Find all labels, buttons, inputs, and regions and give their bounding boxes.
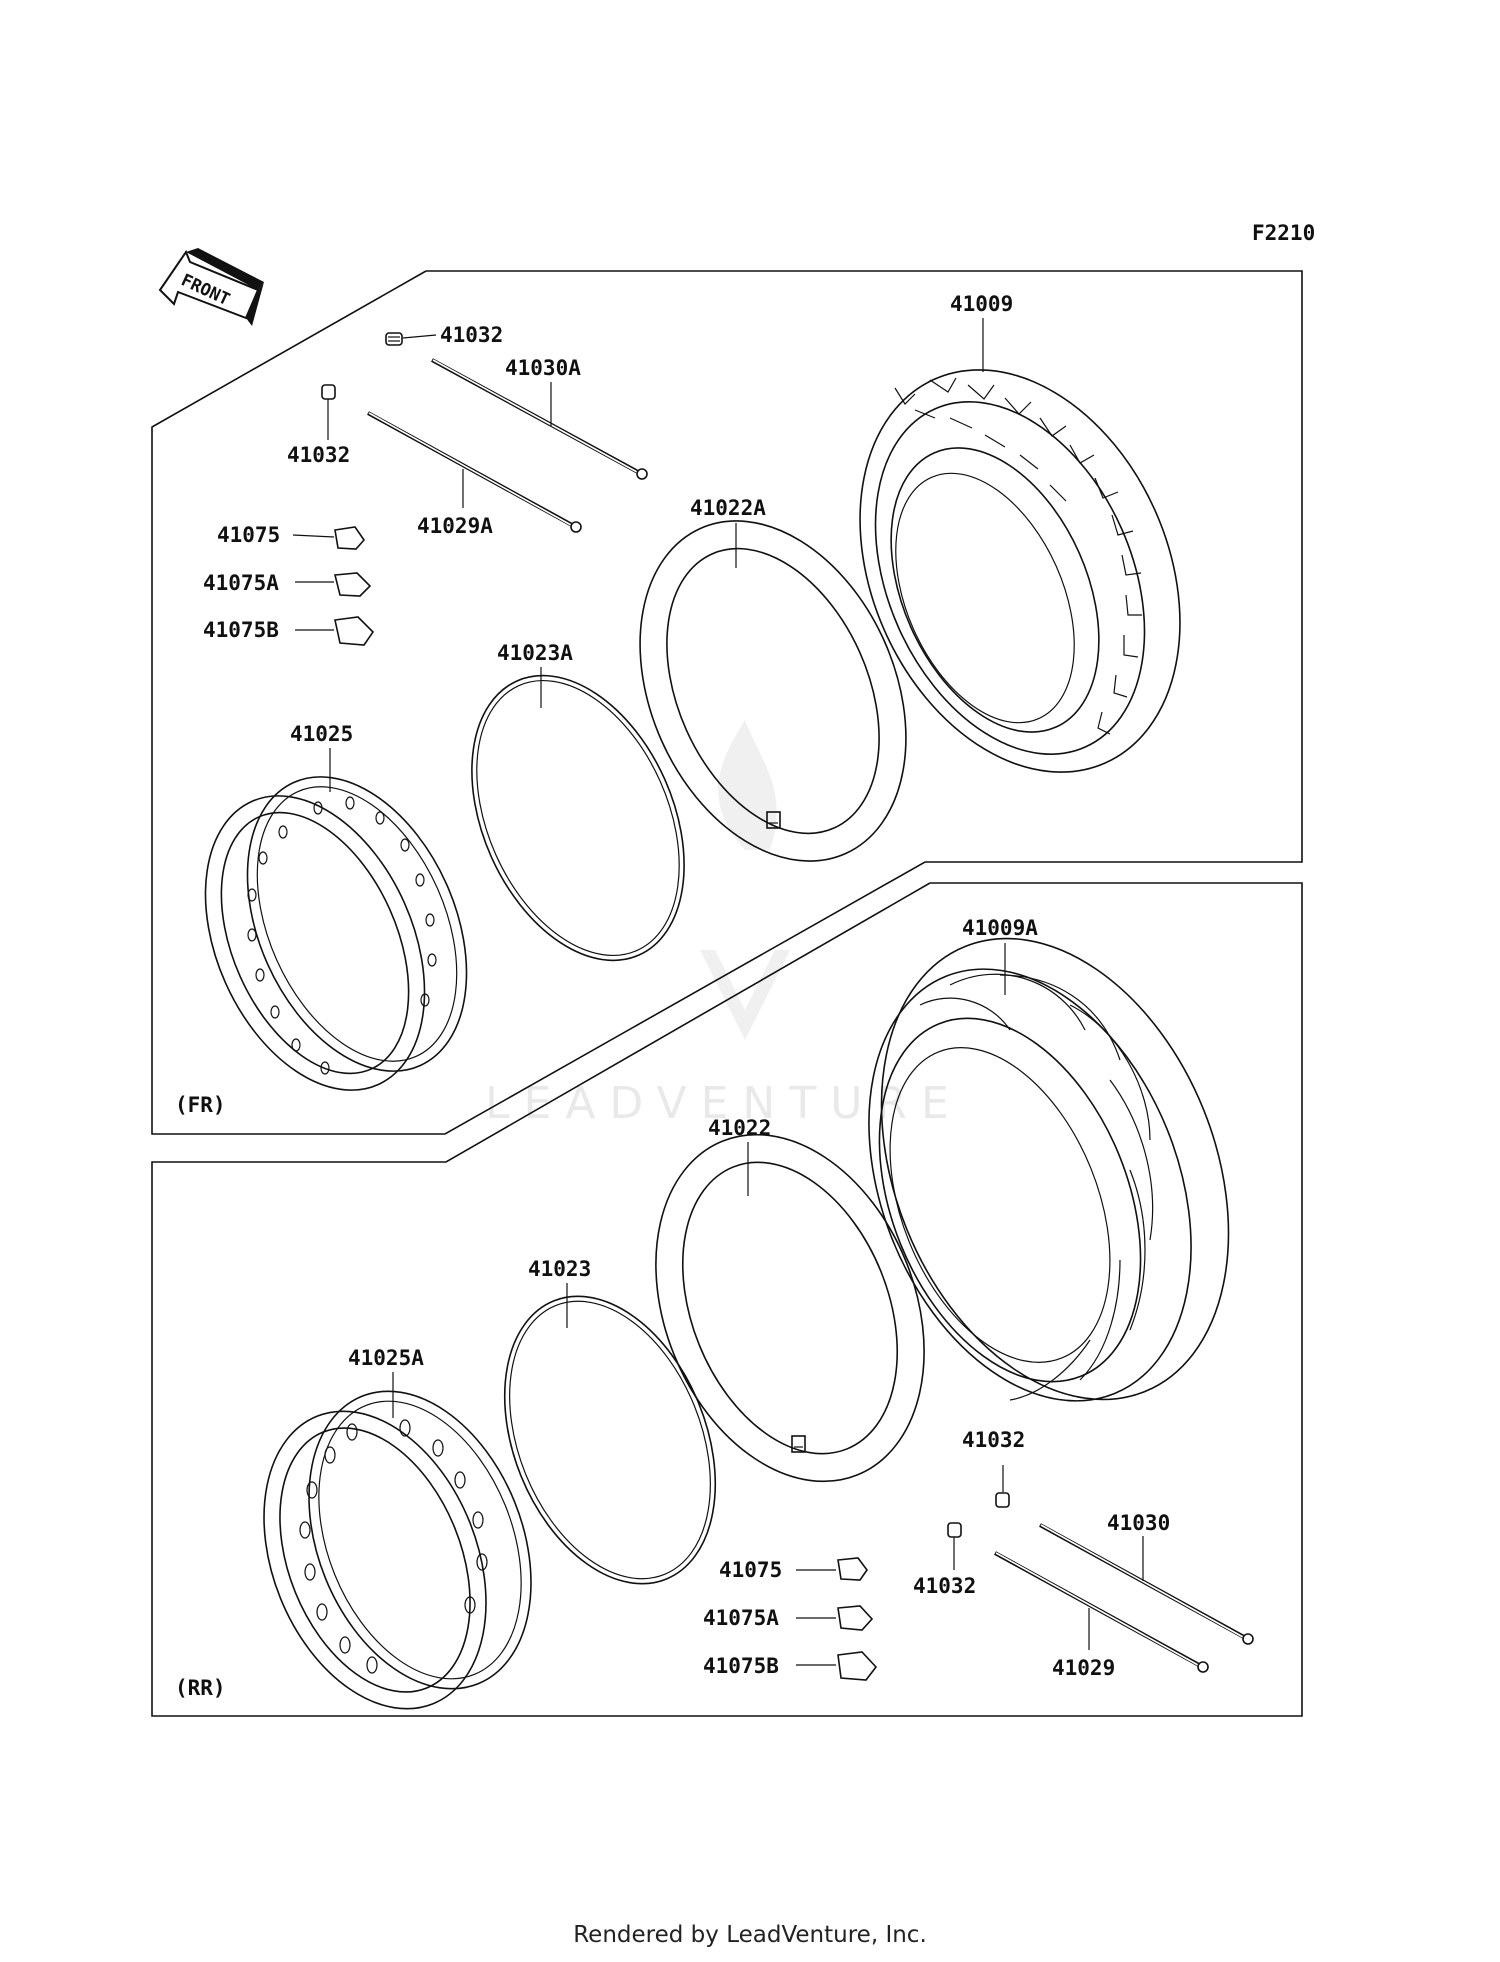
spoke-icon xyxy=(431,358,648,480)
part-41009: 41009 xyxy=(950,292,1013,316)
part-41032-rear-top: 41032 xyxy=(962,1428,1025,1452)
front-section-frame xyxy=(151,270,1303,1135)
rear-rim-icon xyxy=(263,1390,532,1710)
part-41029: 41029 xyxy=(1052,1656,1115,1680)
valve-cap-icon xyxy=(385,332,403,346)
balance-weight-icon xyxy=(334,526,366,550)
balance-weight-icon xyxy=(837,1651,878,1681)
spoke-icon xyxy=(1039,1523,1254,1645)
balance-weight-icon xyxy=(837,1557,868,1581)
rear-tube-icon xyxy=(655,1133,925,1483)
part-41025: 41025 xyxy=(290,722,353,746)
front-section-label: (FR) xyxy=(175,1093,226,1117)
part-41032-front-left: 41032 xyxy=(287,443,350,467)
part-41030: 41030 xyxy=(1107,1511,1170,1535)
balance-weight-icon xyxy=(334,616,375,646)
rear-section-frame xyxy=(151,882,1303,1717)
front-rim-icon xyxy=(204,776,468,1091)
part-41025A: 41025A xyxy=(348,1346,424,1370)
watermark: LEADVENTURE xyxy=(485,720,949,1129)
part-41029A: 41029A xyxy=(417,514,493,538)
part-41030A: 41030A xyxy=(505,356,581,380)
valve-cap-icon xyxy=(995,1492,1010,1508)
figure-code: F2210 xyxy=(1252,221,1315,245)
part-41075B-rear: 41075B xyxy=(703,1654,779,1678)
valve-cap-icon xyxy=(947,1522,962,1538)
front-arrow-icon: FRONT xyxy=(158,248,264,326)
part-41009A: 41009A xyxy=(962,916,1038,940)
front-tire-icon xyxy=(859,369,1181,773)
part-41023: 41023 xyxy=(528,1257,591,1281)
balance-weight-icon xyxy=(333,572,372,597)
rear-section-label: (RR) xyxy=(175,1676,226,1700)
part-41075-front: 41075 xyxy=(217,523,280,547)
rear-tire-icon xyxy=(868,937,1230,1402)
part-41023A: 41023A xyxy=(497,641,573,665)
part-41032-front-top: 41032 xyxy=(440,323,503,347)
part-41075A-rear: 41075A xyxy=(703,1606,779,1630)
part-41022A: 41022A xyxy=(690,496,766,520)
part-41075B-front: 41075B xyxy=(203,618,279,642)
spoke-icon xyxy=(994,1551,1209,1673)
footer-credit: Rendered by LeadVenture, Inc. xyxy=(573,1922,927,1948)
part-41075-rear: 41075 xyxy=(719,1558,782,1582)
part-41022: 41022 xyxy=(708,1116,771,1140)
front-tube-icon xyxy=(639,520,907,862)
valve-cap-icon xyxy=(321,384,336,400)
part-41032-rear-bottom: 41032 xyxy=(913,1574,976,1598)
balance-weight-icon xyxy=(837,1605,874,1631)
spoke-icon xyxy=(367,411,582,533)
part-41075A-front: 41075A xyxy=(203,571,279,595)
front-rim-band-icon xyxy=(471,674,685,962)
rear-rim-band-icon xyxy=(503,1295,717,1585)
